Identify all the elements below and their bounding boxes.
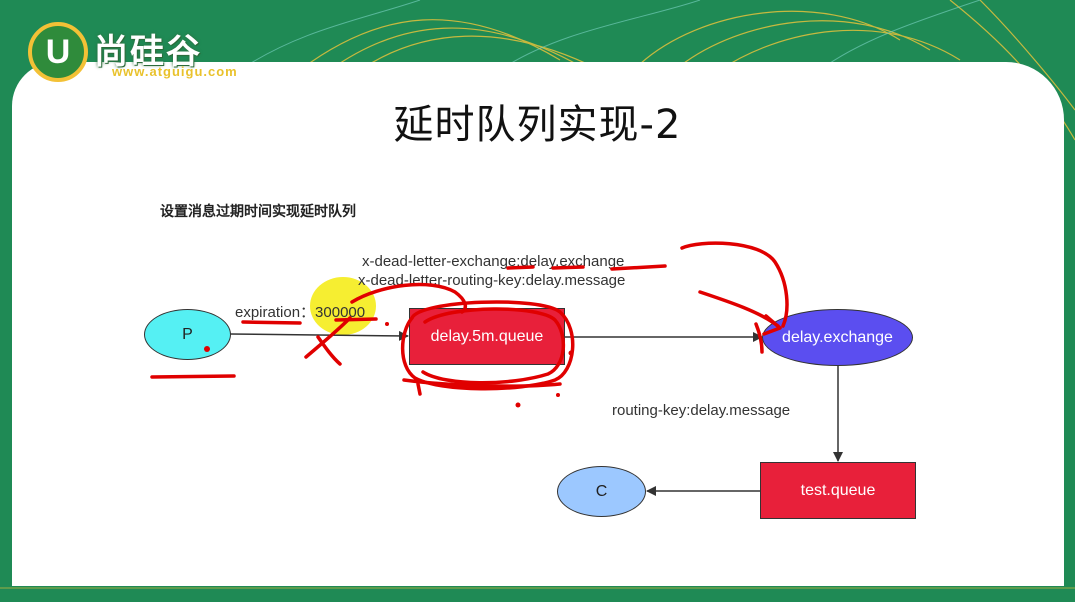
producer-node: P [144, 309, 231, 360]
logo-mark: U [28, 22, 88, 82]
logo-brand-text: 尚硅谷 [94, 32, 202, 72]
dead-letter-exchange-label: x-dead-letter-exchange:delay.exchange [362, 253, 625, 270]
delay-queue-node: delay.5m.queue [409, 308, 565, 365]
expiration-label: expiration：300000 [235, 304, 366, 321]
delay-queue-label: delay.5m.queue [430, 327, 544, 345]
consumer-label: C [595, 482, 608, 500]
test-queue-label: test.queue [800, 481, 876, 499]
producer-label: P [182, 325, 193, 343]
delay-exchange-node: delay.exchange [762, 309, 913, 366]
slide-subtitle: 设置消息过期时间实现延时队列 [160, 204, 356, 220]
atguigu-logo: U 尚硅谷 www.atguigu.com [28, 22, 278, 84]
slide-title: 延时队列实现-2 [393, 102, 682, 148]
dead-letter-routing-key-label: x-dead-letter-routing-key:delay.message [358, 272, 626, 289]
consumer-node: C [557, 466, 646, 517]
routing-key-label: routing-key:delay.message [612, 402, 791, 419]
logo-url-text: www.atguigu.com [112, 64, 238, 79]
test-queue-node: test.queue [760, 462, 916, 519]
delay-exchange-label: delay.exchange [782, 328, 893, 346]
